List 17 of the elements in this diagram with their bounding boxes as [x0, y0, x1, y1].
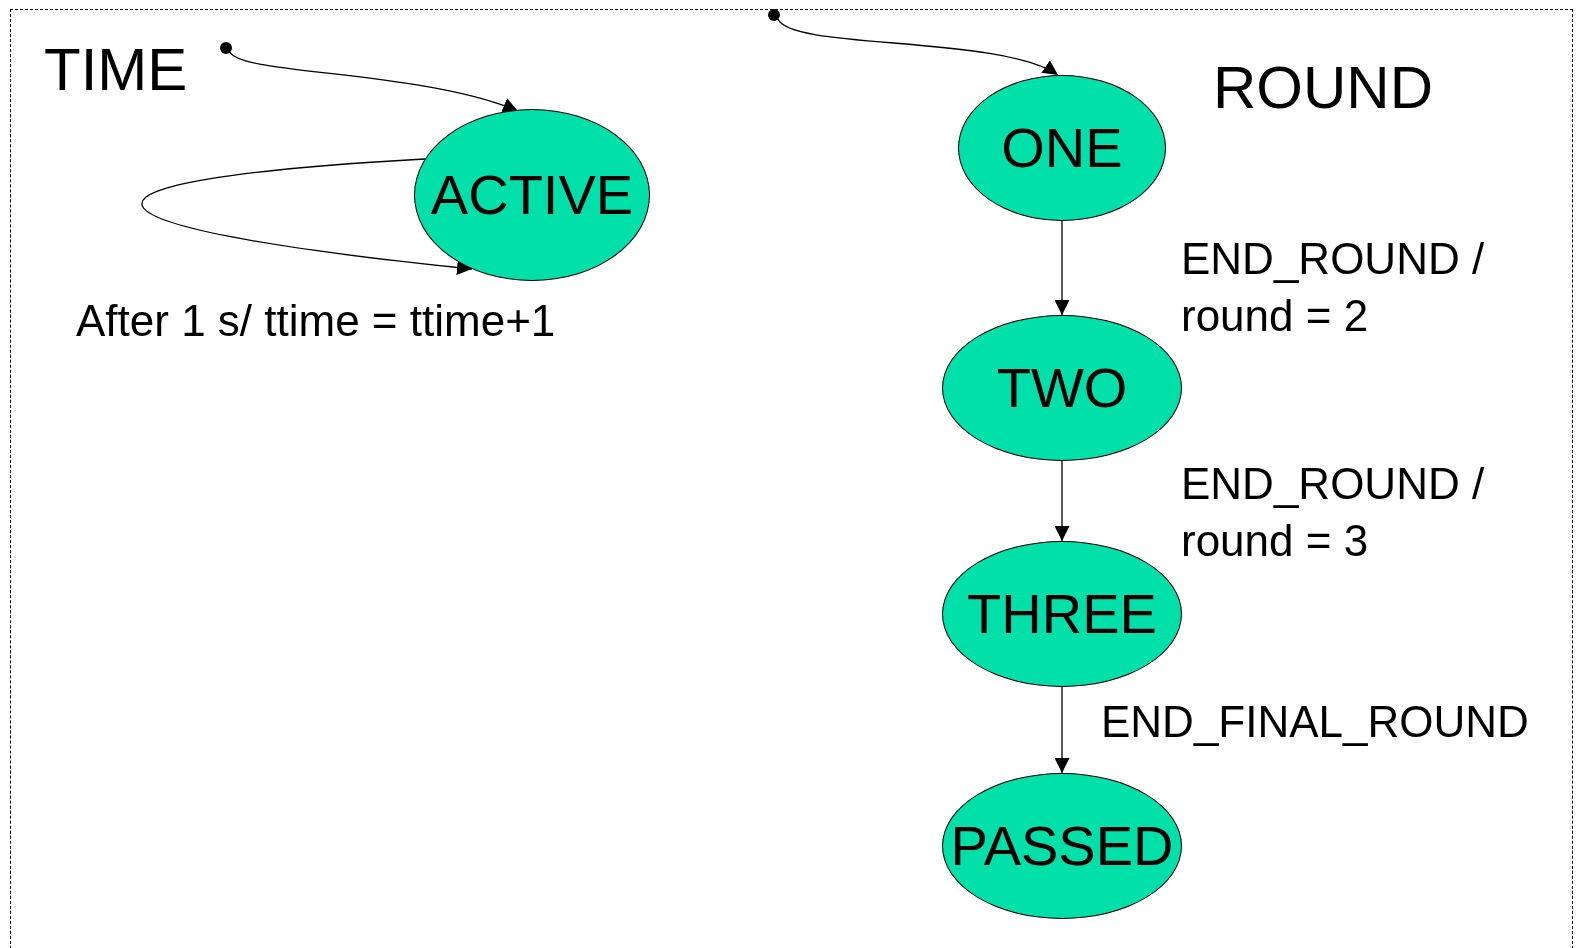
edge-label: END_FINAL_ROUND	[1101, 696, 1530, 748]
state-name: TWO	[996, 360, 1128, 416]
region-title: TIME	[44, 40, 188, 100]
edge-label: END_ROUND / round = 3	[1181, 458, 1486, 568]
arrow	[229, 51, 519, 113]
arrow	[141, 158, 473, 275]
arrow	[1054, 460, 1070, 542]
arrow	[1054, 220, 1070, 316]
state-name: ONE	[1001, 120, 1123, 176]
state-name: THREE	[967, 586, 1157, 642]
arrow	[1054, 686, 1070, 774]
region-title: ROUND	[1213, 58, 1433, 118]
arrow	[777, 18, 1059, 76]
state-name: ACTIVE	[430, 167, 634, 223]
edge-label: END_ROUND / round = 2	[1181, 233, 1486, 343]
edge-label: After 1 s/ ttime = ttime+1	[76, 295, 557, 347]
state-name: PASSED	[950, 818, 1174, 874]
